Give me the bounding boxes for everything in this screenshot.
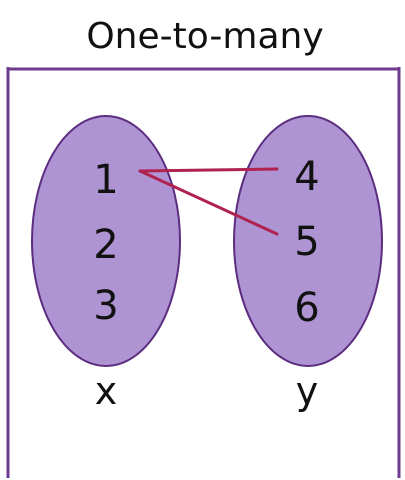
codomain-element: 4 (294, 154, 319, 200)
domain-element: 1 (93, 157, 118, 203)
codomain-set-y (233, 115, 383, 367)
codomain-element: 6 (294, 285, 319, 331)
domain-set-label: x (95, 369, 118, 413)
mapping-line-1-to-5 (138, 169, 279, 236)
codomain-element: 5 (294, 219, 319, 265)
domain-set-x (31, 115, 181, 367)
mapping-line-1-to-4 (138, 167, 279, 173)
diagram-title: One-to-many (86, 16, 323, 57)
domain-element: 2 (93, 222, 118, 268)
domain-element: 3 (93, 283, 118, 329)
codomain-set-label: y (296, 369, 319, 413)
